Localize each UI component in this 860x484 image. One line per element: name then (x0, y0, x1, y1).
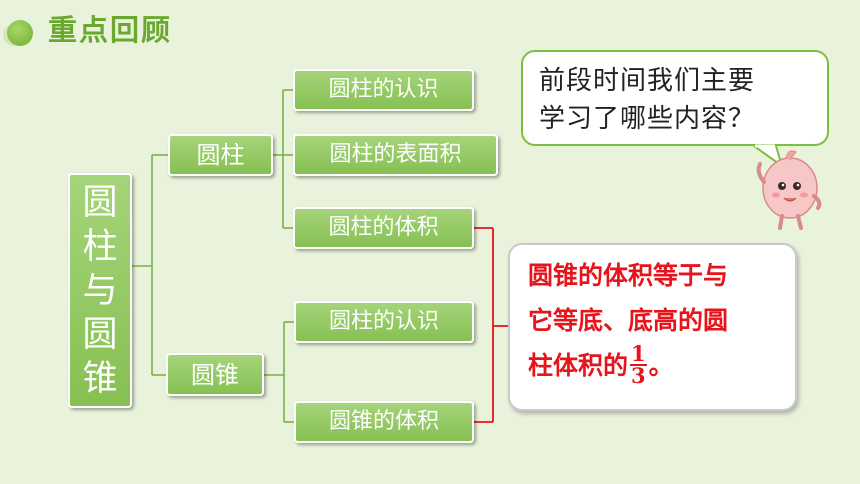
bubble-line: 学习了哪些内容？ (539, 104, 756, 134)
root-char: 柱 (82, 226, 118, 267)
root-char: 锥 (82, 358, 118, 399)
item-cone-recognition: 圆柱的认识 (294, 301, 474, 343)
item-cylinder-volume: 圆柱的体积 (293, 207, 474, 249)
speech-bubble: 前段时间我们主要 学习了哪些内容？ (521, 50, 829, 146)
root-char: 圆 (82, 314, 118, 355)
fraction-numerator: 1 (630, 341, 647, 366)
root-node-cylinder-and-cone: 圆 柱 与 圆 锥 (68, 173, 132, 408)
note-text: 柱体积的 (528, 351, 629, 380)
note-line: 它等底、底高的圆 (528, 306, 729, 335)
root-char: 圆 (82, 182, 118, 223)
red-bracket (474, 227, 508, 423)
page-title: 重点回顾 (48, 13, 173, 47)
branch-cone: 圆锥 (166, 353, 264, 396)
note-line: 圆锥的体积等于与 (528, 261, 729, 290)
note-text: 。 (648, 351, 674, 380)
cartoon-mascot-icon (756, 150, 822, 230)
item-cylinder-surface-area: 圆柱的表面积 (293, 134, 498, 176)
item-cone-volume: 圆锥的体积 (294, 401, 474, 443)
header-bullet-icon (3, 20, 33, 46)
fraction-denominator: 3 (631, 363, 646, 388)
bubble-line: 前段时间我们主要 (539, 66, 756, 96)
item-cylinder-recognition: 圆柱的认识 (293, 69, 474, 111)
branch-cylinder: 圆柱 (168, 134, 273, 176)
root-char: 与 (82, 270, 118, 311)
